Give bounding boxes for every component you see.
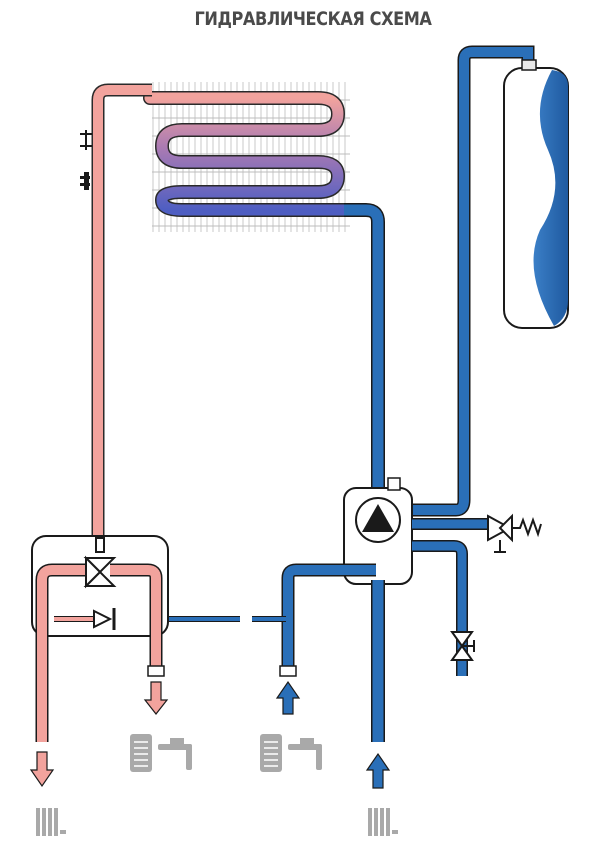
flow-arrow-icon bbox=[29, 751, 55, 788]
temperature-sensor-icon bbox=[80, 130, 92, 150]
circulation-pump-icon bbox=[343, 477, 413, 585]
radiator-icon bbox=[36, 808, 66, 836]
cold-water-inlet-pipe bbox=[279, 563, 376, 677]
expansion-tank-icon bbox=[503, 59, 569, 329]
faucet-icon bbox=[130, 734, 192, 772]
diagram-title: ГИДРАВЛИЧЕСКАЯ СХЕМА bbox=[194, 8, 432, 30]
three-way-valve-icon bbox=[83, 537, 117, 589]
check-valve-icon bbox=[93, 608, 116, 630]
faucet-icon bbox=[260, 734, 322, 772]
flow-arrow-icon bbox=[365, 752, 391, 789]
return-pipe bbox=[344, 203, 385, 490]
radiator-icon bbox=[368, 808, 398, 836]
hot-distribution-pipes bbox=[35, 563, 165, 742]
flow-arrow-icon bbox=[143, 681, 169, 715]
safety-valve-icon bbox=[487, 513, 542, 553]
heat-exchanger-icon bbox=[143, 82, 351, 232]
temperature-sensor-icon bbox=[80, 172, 90, 190]
drain-valve-icon bbox=[450, 631, 475, 661]
expansion-pipe bbox=[410, 45, 535, 517]
drain-pipe bbox=[412, 540, 468, 676]
hot-supply-pipe bbox=[91, 83, 152, 545]
flow-arrow-icon bbox=[275, 680, 301, 715]
